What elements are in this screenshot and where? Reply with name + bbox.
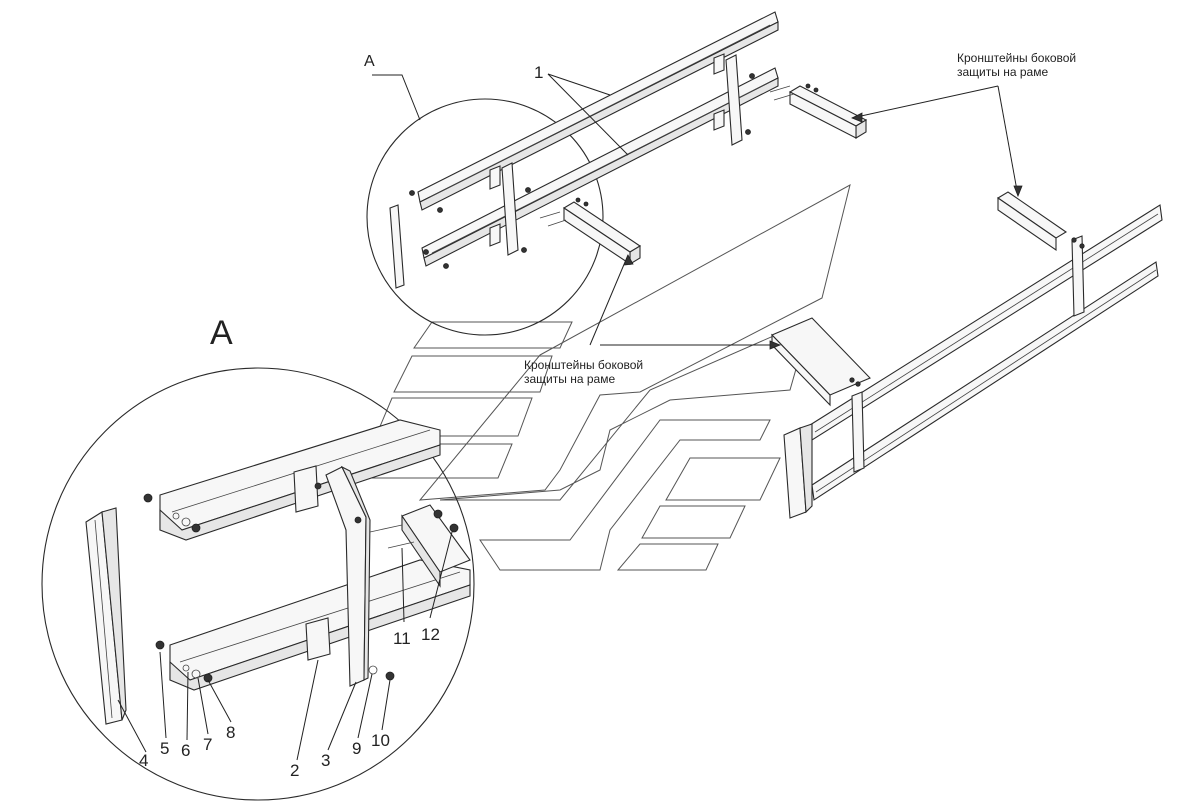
callout-brackets-top-line1: Кронштейны боковой xyxy=(957,51,1076,65)
part-number-10: 10 xyxy=(371,731,390,750)
frame-brackets-upper xyxy=(539,83,868,266)
part-number-11: 11 xyxy=(393,629,411,648)
upper-side-rails xyxy=(389,11,779,289)
part-number-1: 1 xyxy=(534,63,543,82)
part-number-7: 7 xyxy=(203,735,212,754)
leader-lines xyxy=(117,73,1023,761)
view-a-circle-large xyxy=(41,367,475,801)
part-number-8: 8 xyxy=(226,723,235,742)
part-number-6: 6 xyxy=(181,741,190,760)
part-number-3: 3 xyxy=(321,751,330,770)
callout-brackets-mid-line1: Кронштейны боковой xyxy=(524,358,643,372)
callout-brackets-top-line2: защиты на раме xyxy=(957,65,1048,79)
view-a-circle-small xyxy=(366,74,604,336)
view-a-label-small: A xyxy=(364,53,375,70)
callout-brackets-mid-line2: защиты на раме xyxy=(524,372,615,386)
right-side-guard-assembled xyxy=(771,191,1163,519)
truck-outline-ghost xyxy=(355,184,851,571)
part-number-12: 12 xyxy=(421,625,440,644)
view-a-detail-parts xyxy=(85,419,471,725)
part-number-5: 5 xyxy=(160,739,169,758)
part-number-9: 9 xyxy=(352,739,361,758)
view-a-label-large: A xyxy=(210,314,233,352)
part-number-2: 2 xyxy=(290,761,299,780)
part-number-4: 4 xyxy=(139,751,148,770)
